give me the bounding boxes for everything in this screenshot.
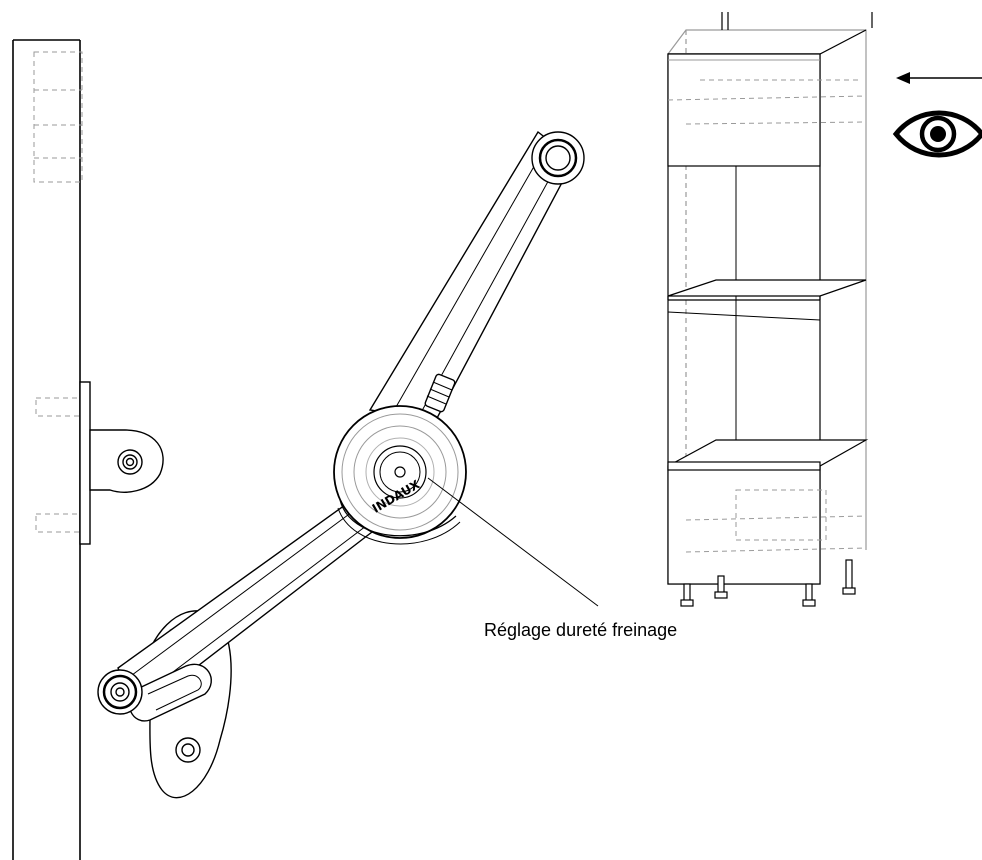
- lift-mechanism: [97, 130, 585, 799]
- eye-icon: [892, 110, 982, 158]
- braking-adjustment-label: Réglage dureté freinage: [484, 620, 678, 640]
- mounting-plate: [79, 381, 164, 545]
- side-panel: [12, 39, 83, 860]
- tall-cabinet: [667, 12, 873, 607]
- arrow-left-icon: [896, 72, 982, 84]
- annotation-leader-line: [427, 477, 599, 607]
